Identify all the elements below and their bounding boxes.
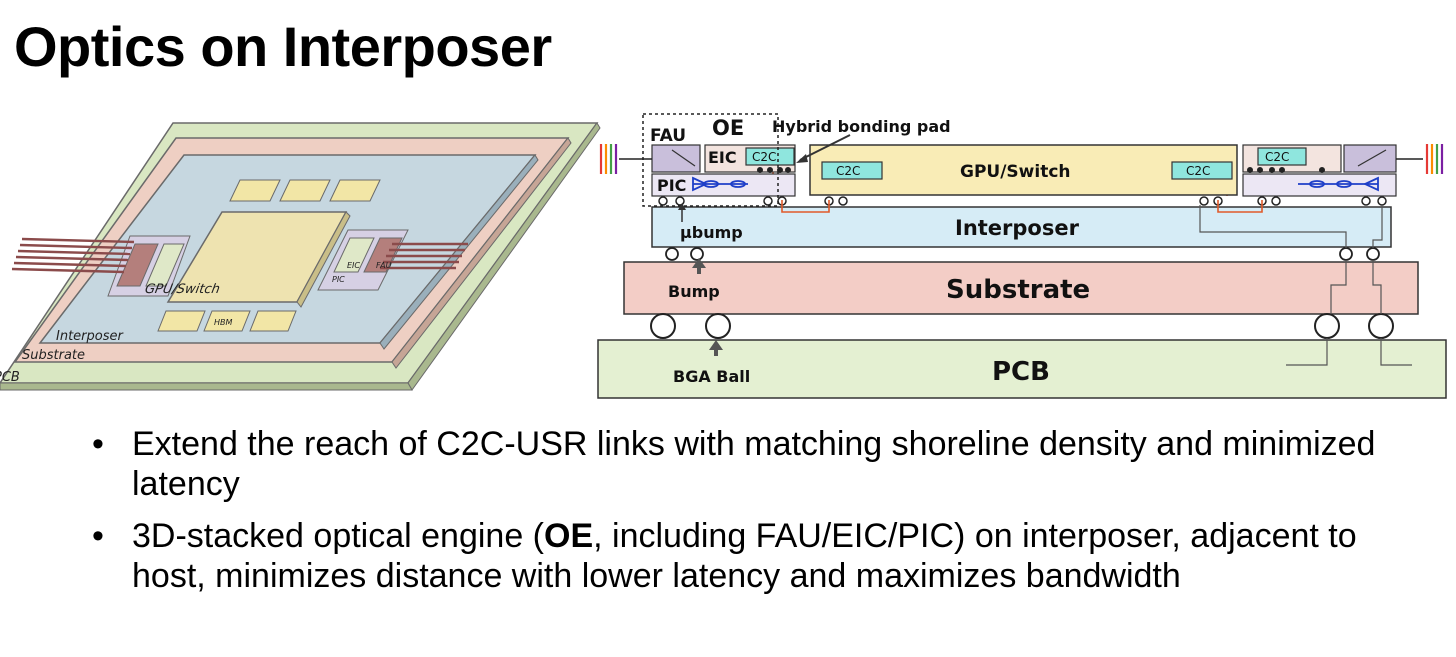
left-pcb-label: PCB (0, 370, 20, 385)
left-eic (145, 243, 185, 287)
hybrid-pad-arrow (799, 134, 851, 161)
fau-label: FAU (650, 126, 686, 146)
left-substrate-label: Substrate (22, 348, 85, 363)
right-eic (333, 237, 375, 273)
hbm-chiplet (203, 310, 251, 332)
pcb-label: PCB (992, 357, 1050, 387)
ubump-label: µbump (680, 223, 743, 242)
hybrid-bonding-pad-label: Hybrid bonding pad (772, 117, 951, 136)
left-pic-label: PIC (332, 275, 345, 284)
right-pic (1242, 173, 1397, 197)
substrate-bumps (665, 247, 1380, 261)
bullet-text-post: , including FAU/EIC/PIC) on interposer, … (132, 517, 1357, 595)
c2c-label-gpu-left: C2C (836, 164, 860, 178)
bullet-list: • Extend the reach of C2C-USR links with… (92, 424, 1392, 608)
right-c2c (1257, 147, 1307, 166)
left-eic-label: EIC (347, 261, 360, 270)
chiplet (279, 179, 331, 202)
left-fiber-bundle (11, 237, 135, 274)
right-fiber-colors (1396, 144, 1444, 174)
bullet-text: Extend the reach of C2C-USR links with m… (132, 425, 1376, 503)
left-pic (651, 173, 796, 197)
routing-traces (1199, 205, 1412, 366)
pic-label: PIC (657, 176, 686, 195)
bga-ball-label: BGA Ball (673, 367, 750, 386)
bga-balls (650, 313, 1394, 339)
left-fau-label: FAU (376, 261, 392, 270)
chiplet (249, 310, 297, 332)
left-hbm-label: HBM (214, 318, 233, 327)
bullet-text-pre: 3D-stacked optical engine ( (132, 517, 545, 555)
slide-title: Optics on Interposer (14, 15, 552, 78)
chiplet (229, 179, 281, 202)
cross-section: OE FAU EIC PIC C2C C2C C2C C2C Hybrid bo… (597, 113, 1447, 399)
bullet-item: • Extend the reach of C2C-USR links with… (92, 424, 1392, 504)
gpu-switch-label: GPU/Switch (960, 162, 1071, 182)
c2c-label-oe-right: C2C (1265, 150, 1289, 164)
bullet-item: • 3D-stacked optical engine (OE, includi… (92, 516, 1392, 596)
substrate-bar (623, 261, 1419, 315)
left-interposer-label: Interposer (56, 329, 124, 344)
c2c-block-left (821, 161, 883, 180)
right-waveguide (1298, 176, 1379, 192)
left-fau (651, 144, 701, 173)
right-pads (1247, 167, 1325, 173)
bullet-text-bold: OE (544, 517, 594, 555)
chiplet (157, 310, 206, 332)
c2c-label-oe-left: C2C (752, 150, 776, 164)
left-c2c (745, 147, 795, 166)
c2c-block-right (1171, 161, 1233, 180)
oe-dashed-box (642, 113, 779, 207)
interposer-bar (651, 206, 1392, 248)
isometric-package: GPU/Switch HBM EIC FAU PIC Interposer Su… (0, 122, 601, 391)
eic-label: EIC (708, 148, 737, 167)
pcb-bar (597, 339, 1447, 399)
right-fau (363, 237, 403, 273)
right-fiber-bundle (380, 242, 468, 270)
left-fau (116, 243, 159, 287)
substrate-label: Substrate (946, 275, 1090, 305)
left-gpu-label: GPU/Switch (144, 282, 221, 297)
left-fiber-colors (599, 144, 652, 174)
bump-label: Bump (668, 282, 720, 301)
chiplet (329, 179, 381, 202)
interposer-label: Interposer (955, 216, 1080, 240)
bullet-marker: • (92, 517, 104, 555)
c2c-label-gpu-right: C2C (1186, 164, 1210, 178)
micro-bumps (658, 196, 1387, 206)
oe-label: OE (712, 116, 744, 140)
bullet-marker: • (92, 425, 104, 463)
left-waveguide (692, 176, 748, 192)
